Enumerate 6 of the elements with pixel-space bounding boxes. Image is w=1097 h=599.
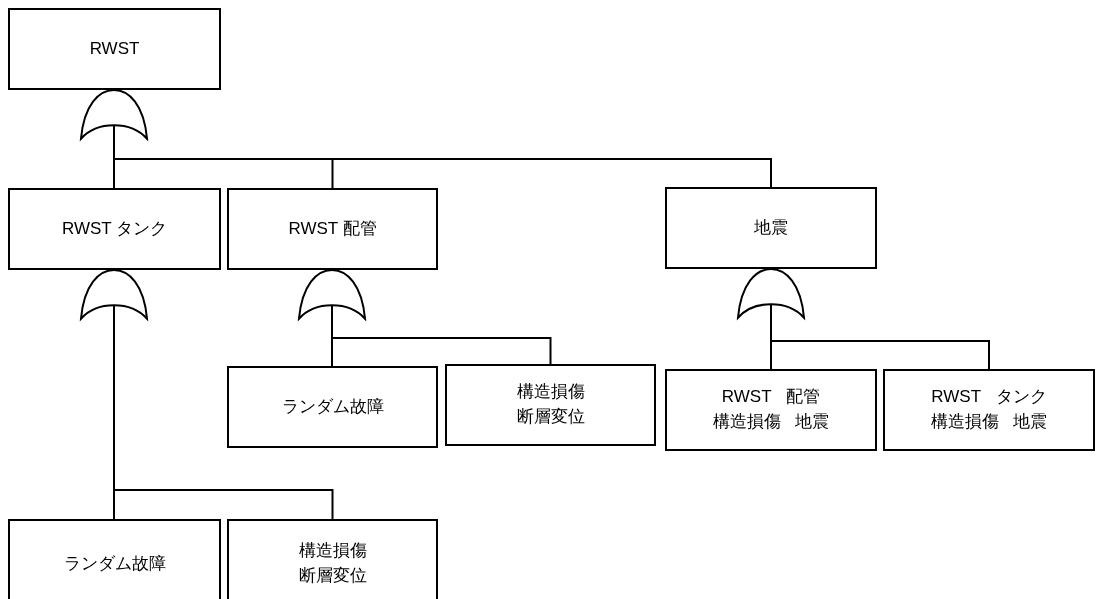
event-box: RWST タンク 構造損傷 地震 xyxy=(883,369,1095,451)
event-box: RWST 配管 構造損傷 地震 xyxy=(665,369,877,451)
event-box: 構造損傷断層変位 xyxy=(227,519,438,599)
event-box: ランダム故障 xyxy=(8,519,221,599)
event-box: 構造損傷断層変位 xyxy=(445,364,656,446)
event-box: ランダム故障 xyxy=(227,366,438,448)
